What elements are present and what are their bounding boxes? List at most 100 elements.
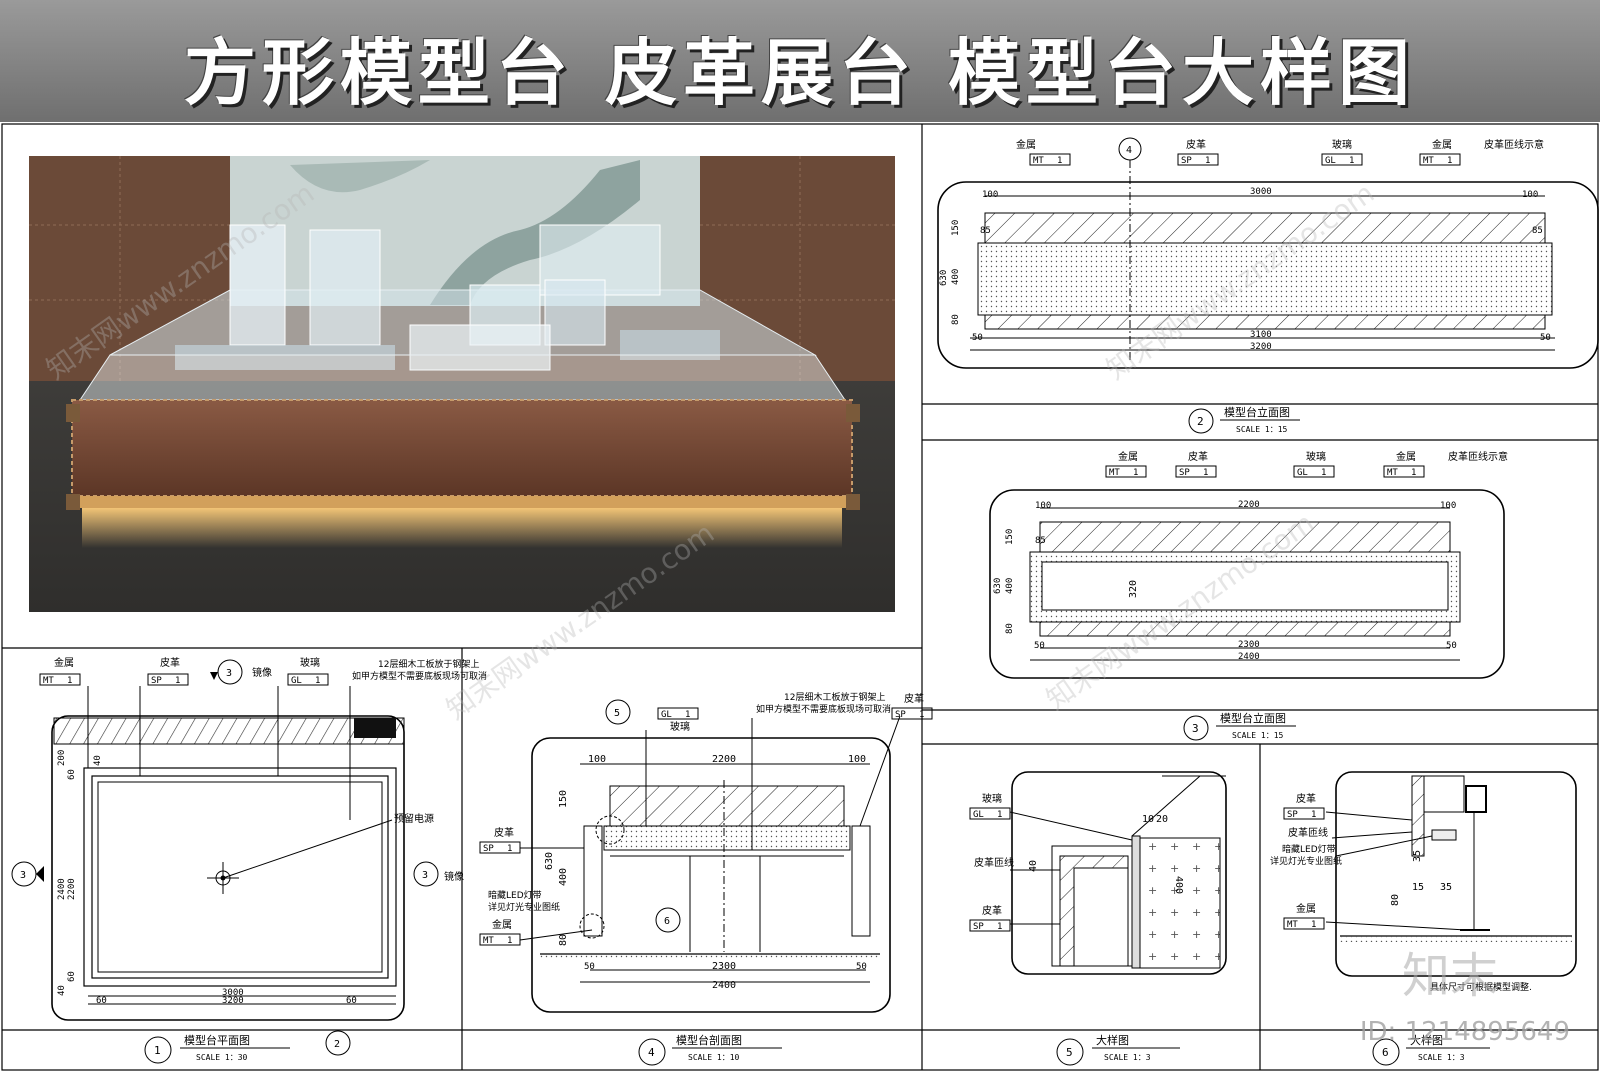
svg-text:400: 400 — [1005, 578, 1015, 594]
svg-text:10: 10 — [1142, 814, 1154, 825]
svg-text:15: 15 — [1412, 882, 1424, 893]
svg-text:6: 6 — [1382, 1046, 1389, 1059]
svg-text:1: 1 — [175, 676, 180, 686]
svg-text:630: 630 — [993, 578, 1003, 594]
svg-text:1: 1 — [1311, 810, 1316, 820]
svg-text:SCALE 1：30: SCALE 1：30 — [196, 1053, 248, 1062]
svg-text:皮革匝线: 皮革匝线 — [1288, 826, 1328, 839]
svg-text:玻璃: 玻璃 — [670, 720, 690, 733]
svg-text:2400: 2400 — [57, 878, 67, 900]
svg-text:1: 1 — [997, 922, 1002, 932]
image-id: ID: 1214895649 — [1359, 1017, 1570, 1047]
svg-text:MT: MT — [483, 936, 494, 946]
svg-text:6: 6 — [664, 916, 670, 927]
svg-text:详见灯光专业图纸: 详见灯光专业图纸 — [488, 901, 560, 913]
svg-text:MT: MT — [1109, 468, 1120, 478]
svg-text:皮革: 皮革 — [160, 656, 180, 669]
svg-text:1: 1 — [1321, 468, 1326, 478]
svg-text:2: 2 — [1197, 415, 1204, 428]
svg-text:60: 60 — [67, 769, 77, 780]
svg-text:4: 4 — [648, 1046, 655, 1059]
svg-text:1: 1 — [1205, 156, 1210, 166]
view-2-elevation: 100 3000 100 3100 3200 50 50 85 85 150 4… — [937, 137, 1599, 434]
view-4-number — [638, 1038, 666, 1066]
svg-text:200: 200 — [57, 750, 67, 766]
svg-text:1: 1 — [315, 676, 320, 686]
svg-text:MT: MT — [1033, 156, 1044, 166]
svg-text:皮革: 皮革 — [904, 692, 924, 705]
svg-text:320: 320 — [1128, 580, 1139, 598]
svg-text:60: 60 — [67, 971, 77, 982]
svg-text:3200: 3200 — [222, 996, 244, 1006]
svg-text:50: 50 — [1446, 641, 1457, 651]
svg-text:150: 150 — [1005, 529, 1015, 545]
svg-text:12层细木工板放于钢架上: 12层细木工板放于钢架上 — [378, 658, 479, 670]
svg-text:3000: 3000 — [222, 988, 244, 998]
svg-text:4: 4 — [1126, 145, 1132, 156]
svg-text:85: 85 — [1035, 536, 1046, 546]
svg-text:GL: GL — [1297, 468, 1308, 478]
svg-text:2: 2 — [334, 1039, 340, 1050]
svg-text:1: 1 — [507, 844, 512, 854]
svg-text:MT: MT — [1387, 468, 1398, 478]
svg-text:40: 40 — [57, 985, 67, 996]
svg-text:1: 1 — [1411, 468, 1416, 478]
svg-text:皮革匝线: 皮革匝线 — [974, 856, 1014, 869]
svg-text:1: 1 — [919, 710, 924, 720]
svg-text:40: 40 — [93, 755, 103, 766]
svg-text:150: 150 — [558, 790, 569, 808]
view-3-number — [1183, 715, 1209, 741]
svg-text:50: 50 — [1540, 333, 1551, 343]
svg-text:3: 3 — [422, 870, 428, 881]
svg-text:1: 1 — [1349, 156, 1354, 166]
view-4-section: 100 2200 100 2300 2400 50 50 150 400 630… — [479, 691, 933, 1066]
svg-text:金属: 金属 — [1016, 138, 1036, 151]
svg-text:1: 1 — [507, 936, 512, 946]
view-6-detail: 35 15 35 80 皮革 SP 1 皮革匝线 暗藏LED灯带 详见灯光专业图… — [1270, 771, 1577, 1066]
svg-text:大样图: 大样图 — [1096, 1033, 1129, 1047]
svg-text:SCALE 1：3: SCALE 1：3 — [1418, 1053, 1465, 1062]
svg-text:镜像: 镜像 — [252, 666, 272, 679]
svg-text:3000: 3000 — [1250, 187, 1272, 197]
view-2-number — [1188, 408, 1214, 434]
svg-text:GL: GL — [291, 676, 302, 686]
svg-text:50: 50 — [972, 333, 983, 343]
svg-text:1: 1 — [1311, 920, 1316, 930]
svg-text:皮革: 皮革 — [982, 904, 1002, 917]
svg-text:80: 80 — [1390, 894, 1401, 906]
svg-text:金属: 金属 — [1396, 450, 1416, 463]
svg-text:模型台平面图: 模型台平面图 — [184, 1033, 250, 1047]
leather-base — [72, 400, 852, 496]
render-3d-view — [29, 156, 895, 612]
svg-text:皮革: 皮革 — [1188, 450, 1208, 463]
svg-text:皮革: 皮革 — [1296, 792, 1316, 805]
svg-text:100: 100 — [588, 754, 606, 765]
svg-text:50: 50 — [1034, 641, 1045, 651]
svg-text:40: 40 — [1028, 860, 1039, 872]
svg-text:暗藏LED灯带: 暗藏LED灯带 — [1282, 843, 1336, 855]
svg-text:630: 630 — [939, 270, 949, 286]
svg-text:SP: SP — [895, 710, 906, 720]
svg-text:2400: 2400 — [1238, 652, 1260, 662]
sheet-grid — [1, 123, 1599, 1071]
svg-text:金属: 金属 — [492, 918, 512, 931]
svg-text:GL: GL — [661, 710, 672, 720]
svg-text:SP: SP — [1181, 156, 1192, 166]
svg-text:玻璃: 玻璃 — [982, 792, 1002, 805]
view-5-number — [1056, 1038, 1084, 1066]
view-5-detail: 10 20 40 400 玻璃 GL 1 皮革匝线 皮革 SP 1 5 大样图 … — [969, 771, 1227, 1066]
svg-text:详见灯光专业图纸: 详见灯光专业图纸 — [1270, 855, 1342, 867]
svg-text:2200: 2200 — [67, 878, 77, 900]
svg-text:模型台立面图: 模型台立面图 — [1224, 405, 1290, 419]
svg-text:60: 60 — [96, 996, 107, 1006]
svg-text:3: 3 — [226, 668, 232, 679]
svg-text:皮革匝线示意: 皮革匝线示意 — [1484, 138, 1544, 151]
svg-text:金属: 金属 — [1118, 450, 1138, 463]
svg-text:3100: 3100 — [1250, 330, 1272, 340]
svg-text:630: 630 — [544, 852, 555, 870]
svg-text:如甲方模型不需要底板现场可取消: 如甲方模型不需要底板现场可取消 — [352, 670, 487, 682]
svg-text:85: 85 — [1532, 226, 1543, 236]
svg-text:SCALE 1：3: SCALE 1：3 — [1104, 1053, 1151, 1062]
